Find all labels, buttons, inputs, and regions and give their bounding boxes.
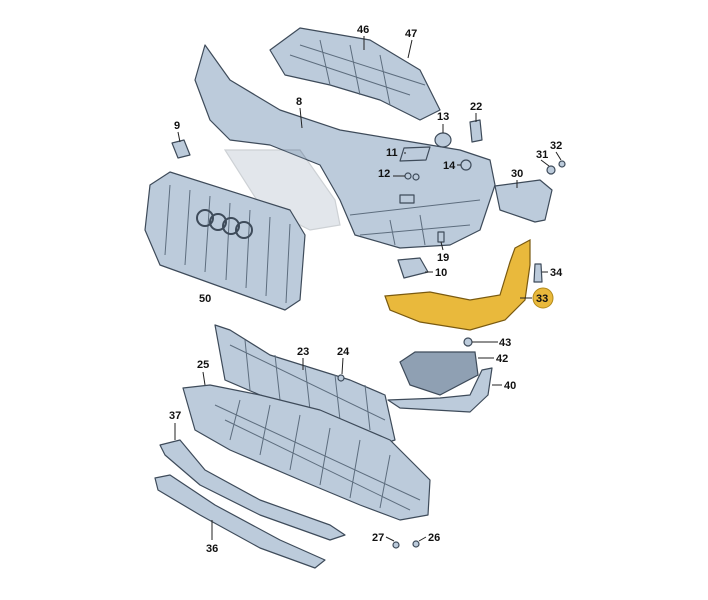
label-25[interactable]: 25 — [197, 359, 209, 371]
part-13[interactable] — [434, 132, 452, 148]
label-46[interactable]: 46 — [357, 24, 369, 36]
part-30[interactable] — [494, 179, 553, 223]
part-43[interactable] — [463, 337, 473, 347]
label-50[interactable]: 50 — [199, 293, 211, 305]
label-47[interactable]: 47 — [405, 28, 417, 40]
part-42[interactable] — [399, 351, 479, 396]
label-31[interactable]: 31 — [536, 149, 548, 161]
label-23[interactable]: 23 — [297, 346, 309, 358]
part-10[interactable] — [397, 257, 429, 279]
label-12[interactable]: 12 — [378, 168, 390, 180]
part-27[interactable] — [392, 541, 400, 549]
highlight-badge — [532, 287, 554, 309]
part-36-trim[interactable] — [154, 474, 326, 569]
label-30[interactable]: 30 — [511, 168, 523, 180]
label-11[interactable]: 11 — [386, 147, 398, 159]
label-37[interactable]: 37 — [169, 410, 181, 422]
leader-lines — [174, 36, 562, 542]
label-24[interactable]: 24 — [337, 346, 350, 358]
part-9[interactable] — [171, 139, 191, 159]
part-19[interactable] — [437, 231, 445, 243]
part-50-grille[interactable] — [144, 171, 306, 311]
label-14[interactable]: 14 — [443, 160, 456, 172]
part-8-bumper-cover[interactable] — [194, 44, 496, 249]
label-10[interactable]: 10 — [435, 267, 447, 279]
label-8[interactable]: 8 — [296, 96, 302, 108]
label-43[interactable]: 43 — [499, 337, 511, 349]
part-40[interactable] — [387, 367, 493, 413]
label-19[interactable]: 19 — [437, 252, 449, 264]
label-22[interactable]: 22 — [470, 101, 482, 113]
part-22[interactable] — [469, 119, 483, 143]
label-13[interactable]: 13 — [437, 111, 449, 123]
part-34[interactable] — [533, 263, 543, 283]
part-24[interactable] — [337, 374, 345, 382]
part-26[interactable] — [412, 540, 420, 548]
label-27[interactable]: 27 — [372, 532, 384, 544]
part-23-lower-grille[interactable] — [214, 324, 396, 446]
label-42[interactable]: 42 — [496, 353, 508, 365]
label-32[interactable]: 32 — [550, 140, 562, 152]
label-9[interactable]: 9 — [174, 120, 180, 132]
label-40[interactable]: 40 — [504, 380, 516, 392]
part-32[interactable] — [558, 160, 566, 168]
part-11[interactable] — [399, 146, 431, 162]
label-34[interactable]: 34 — [550, 267, 563, 279]
label-36[interactable]: 36 — [206, 543, 218, 555]
part-46-carrier[interactable] — [269, 27, 441, 121]
label-26[interactable]: 26 — [428, 532, 440, 544]
part-labels: 46 47 8 9 13 22 11 12 14 31 32 30 19 10 … — [169, 24, 563, 555]
part-25-undertray[interactable] — [182, 384, 431, 521]
part-14[interactable] — [460, 159, 472, 171]
part-37-trim[interactable] — [159, 439, 346, 541]
part-31[interactable] — [546, 165, 556, 175]
label-33[interactable]: 33 — [536, 293, 548, 305]
part-33-spoiler-highlighted[interactable] — [384, 239, 531, 331]
